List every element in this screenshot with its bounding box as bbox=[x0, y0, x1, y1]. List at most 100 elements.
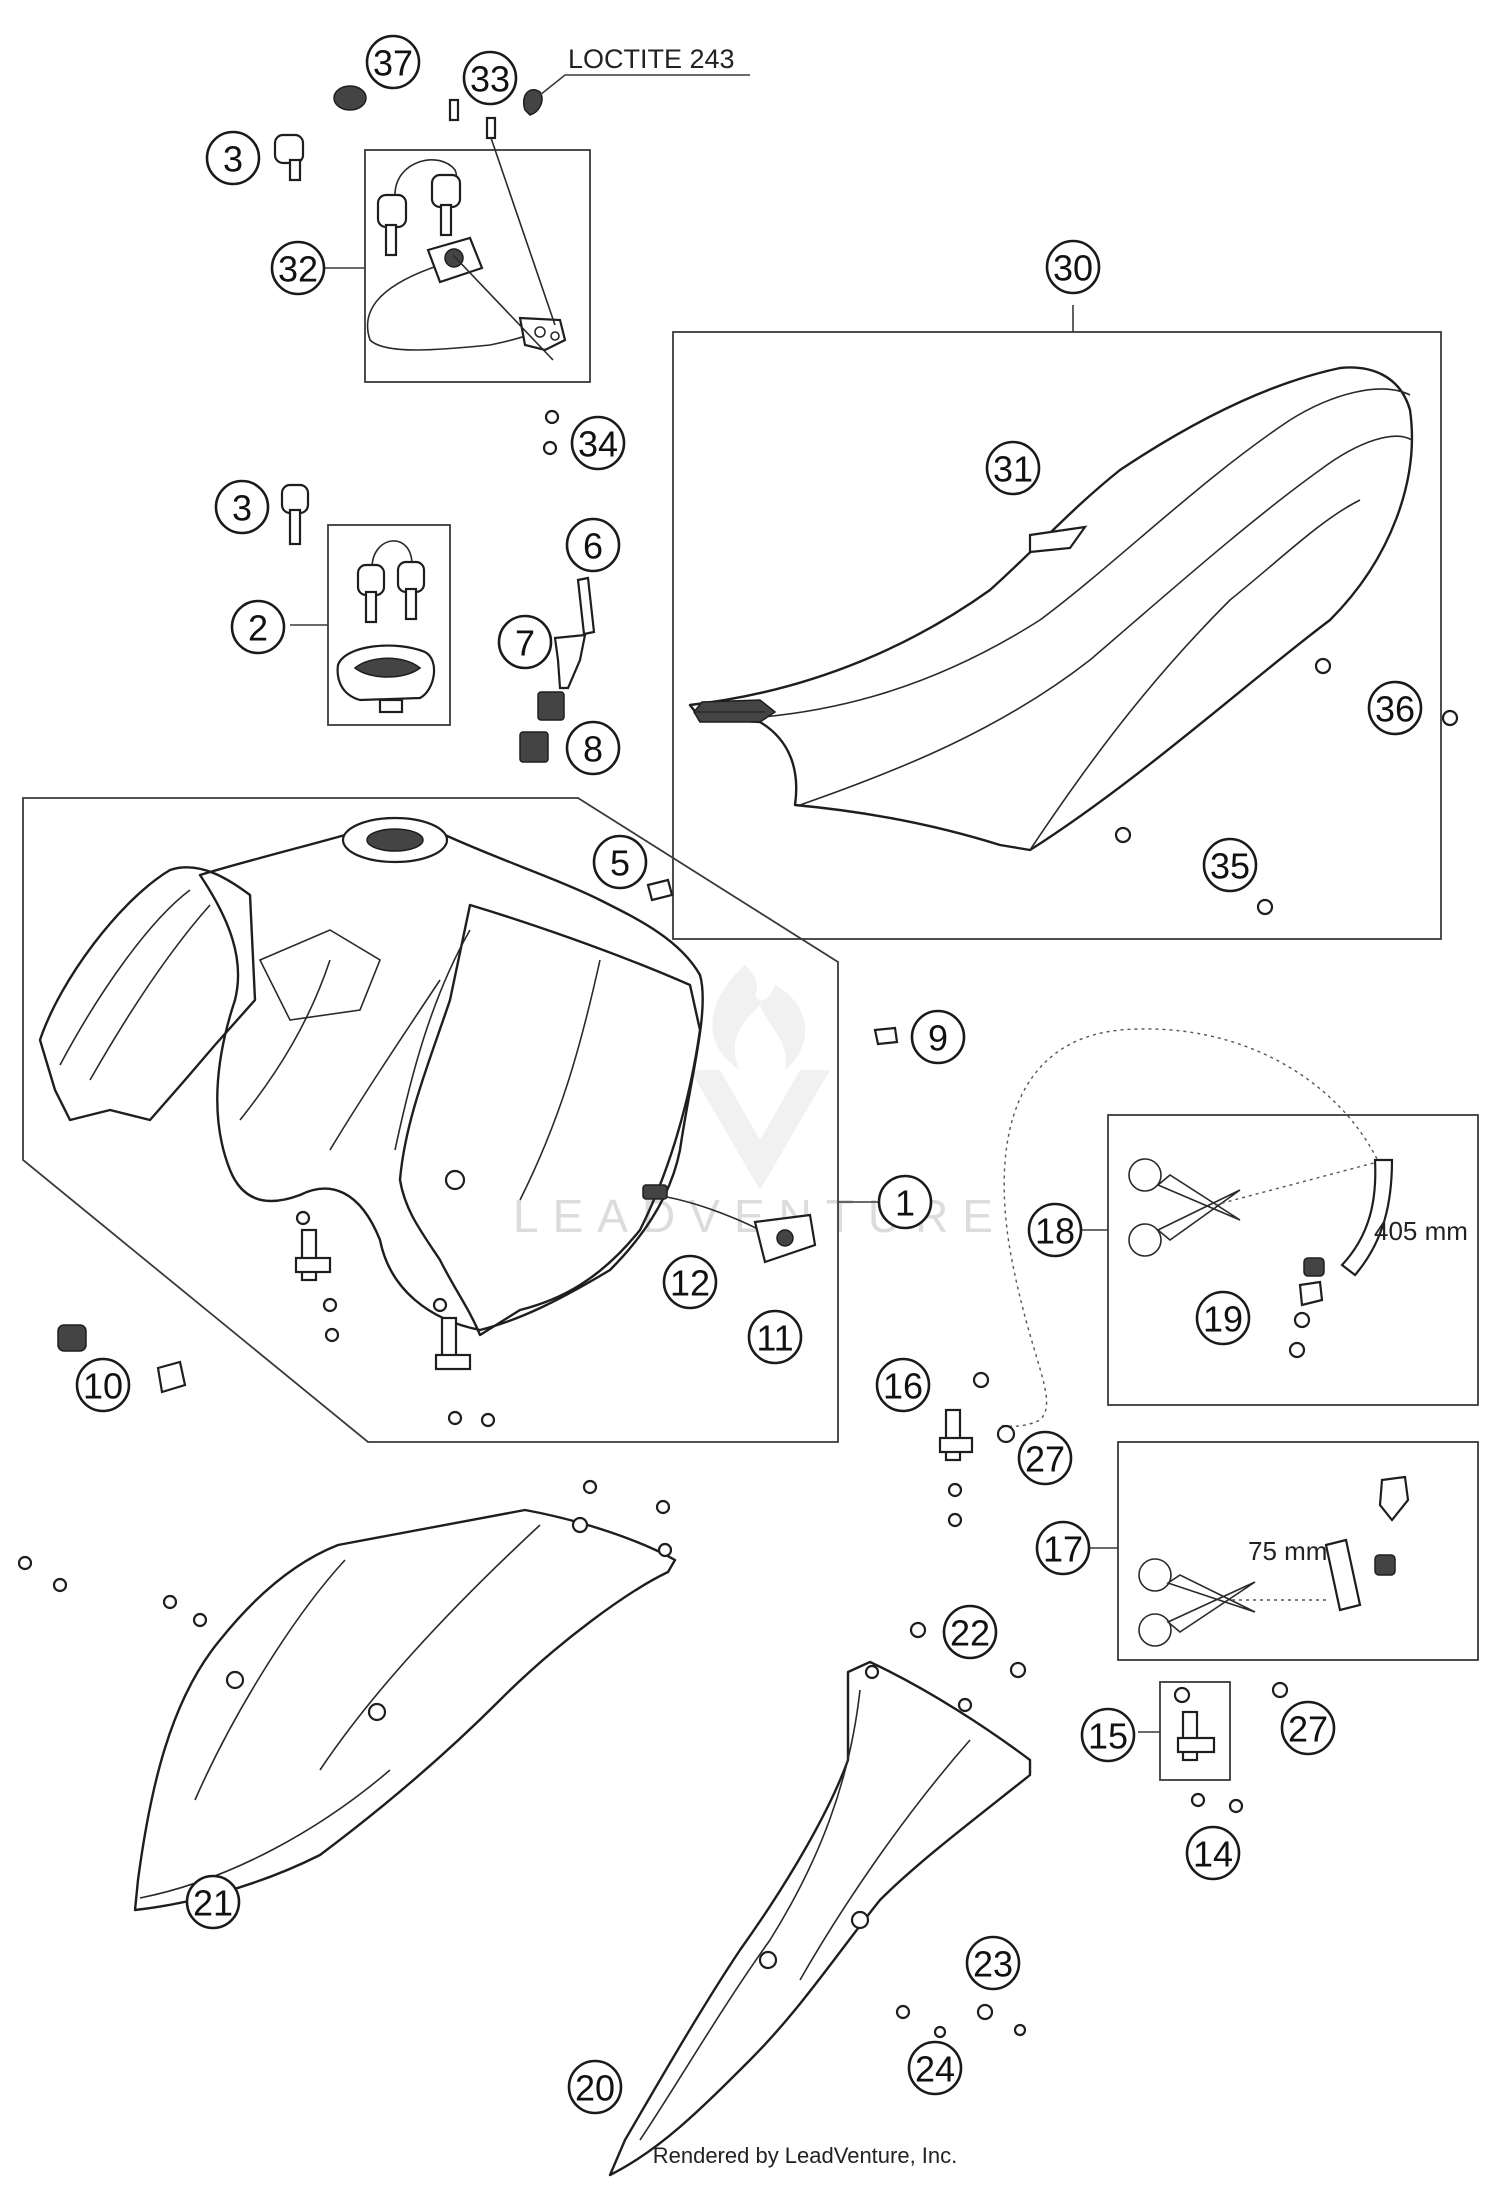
fuel-tap-box-15 bbox=[1159, 1681, 1231, 1781]
screw-24b bbox=[1013, 2023, 1027, 2037]
tank-shroud-left bbox=[38, 866, 257, 1122]
scissors-icon bbox=[1128, 1158, 1241, 1257]
screw-33a bbox=[448, 98, 460, 122]
callout-8: 8 bbox=[565, 720, 621, 776]
callout-12: 12 bbox=[662, 1254, 718, 1310]
screw-path-34 bbox=[452, 254, 554, 361]
svg-text:3: 3 bbox=[223, 139, 243, 180]
nut-23b bbox=[976, 2003, 994, 2021]
callout-3b: 3 bbox=[214, 479, 270, 535]
panel20-hole-c bbox=[864, 1664, 880, 1680]
callout-3a: 3 bbox=[205, 130, 261, 186]
callout-15: 15 bbox=[1080, 1707, 1136, 1763]
side-panel-left-21 bbox=[17, 1479, 677, 1912]
lock-cylinder bbox=[426, 236, 484, 284]
scissors-icon bbox=[1138, 1558, 1256, 1647]
svg-text:18: 18 bbox=[1035, 1211, 1075, 1252]
panel20-hole-b bbox=[850, 1910, 870, 1930]
key-icon bbox=[376, 193, 408, 257]
watermark: LEADVENTURE bbox=[513, 965, 993, 1242]
key-ring-2 bbox=[371, 540, 413, 569]
tank-line-c bbox=[329, 979, 441, 1151]
key-icon bbox=[356, 563, 386, 624]
screw-24a bbox=[933, 2025, 947, 2039]
svg-text:11: 11 bbox=[756, 1318, 793, 1359]
screw-22b bbox=[1009, 1661, 1027, 1679]
panel20-hole-d bbox=[957, 1697, 973, 1713]
seat-group bbox=[672, 305, 1459, 940]
oring-19b bbox=[1288, 1341, 1306, 1359]
svg-text:27: 27 bbox=[1025, 1439, 1065, 1480]
lock-cable bbox=[366, 264, 541, 351]
washer-right bbox=[432, 1297, 448, 1313]
hose-box-18 bbox=[1107, 1114, 1479, 1406]
screw-33b bbox=[485, 116, 497, 140]
bolts-10 bbox=[57, 1324, 187, 1394]
screw-14a bbox=[1190, 1792, 1206, 1808]
shroud-line-a bbox=[59, 889, 191, 1066]
side-panel-right-20 bbox=[608, 1621, 1032, 2177]
fuel-tap-group-15 bbox=[1138, 1681, 1289, 1814]
callout-21: 21 bbox=[185, 1874, 241, 1930]
panel21-line-c bbox=[139, 1769, 391, 1899]
fuel-tap-left bbox=[294, 1228, 340, 1343]
grommet-9 bbox=[873, 1026, 899, 1046]
svg-text:10: 10 bbox=[83, 1366, 123, 1407]
svg-text:3: 3 bbox=[232, 488, 252, 529]
lock-set-group: LOCTITE 243 bbox=[273, 44, 750, 456]
seat-line-b bbox=[799, 435, 1413, 806]
svg-text:15: 15 bbox=[1088, 1716, 1128, 1757]
callout-7: 7 bbox=[497, 614, 553, 670]
svg-text:24: 24 bbox=[915, 2049, 955, 2090]
seat-line-a bbox=[697, 388, 1411, 721]
svg-text:30: 30 bbox=[1053, 248, 1093, 289]
svg-text:8: 8 bbox=[583, 729, 603, 770]
svg-text:36: 36 bbox=[1375, 689, 1415, 730]
fasteners-6-7-8 bbox=[519, 576, 596, 763]
callout-2: 2 bbox=[230, 599, 286, 655]
svg-text:9: 9 bbox=[928, 1018, 948, 1059]
hose-group-18: 405 mm bbox=[999, 1028, 1479, 1427]
tank-body bbox=[198, 824, 704, 1332]
hose-length-short: 75 mm bbox=[1248, 1536, 1327, 1566]
svg-text:16: 16 bbox=[883, 1366, 923, 1407]
hose-fitting bbox=[1298, 1280, 1324, 1307]
tank-filler-hole bbox=[366, 828, 424, 852]
seat-outline bbox=[688, 366, 1414, 852]
callout-27b: 27 bbox=[1280, 1700, 1336, 1756]
seat-bolt-a bbox=[1314, 657, 1332, 675]
svg-text:27: 27 bbox=[1288, 1709, 1328, 1750]
callout-9: 9 bbox=[910, 1009, 966, 1065]
loctite-drop bbox=[523, 89, 543, 116]
callout-5: 5 bbox=[592, 834, 648, 890]
bolt-6 bbox=[576, 576, 596, 636]
screw-21a bbox=[582, 1479, 598, 1495]
callout-33: 33 bbox=[462, 50, 518, 106]
callout-36: 36 bbox=[1367, 680, 1423, 736]
svg-text:1: 1 bbox=[895, 1183, 915, 1224]
seat-strap-front bbox=[693, 699, 777, 723]
svg-text:23: 23 bbox=[973, 1944, 1013, 1985]
callout-17: 17 bbox=[1035, 1520, 1091, 1576]
seat-line-c bbox=[1029, 499, 1361, 851]
panel20-hole-a bbox=[758, 1950, 778, 1970]
cut-line-405 bbox=[1214, 1159, 1386, 1206]
svg-text:32: 32 bbox=[278, 249, 318, 290]
nut-23a bbox=[895, 2004, 911, 2020]
callout-10: 10 bbox=[75, 1357, 131, 1413]
callout-27a: 27 bbox=[1017, 1430, 1073, 1486]
panel20-line-b bbox=[799, 1739, 971, 1981]
callout-37: 37 bbox=[365, 34, 421, 90]
svg-text:22: 22 bbox=[950, 1613, 990, 1654]
svg-text:5: 5 bbox=[610, 843, 630, 884]
panel21-line-b bbox=[319, 1524, 541, 1771]
latch-bracket bbox=[518, 316, 567, 352]
hose-75 bbox=[1324, 1538, 1362, 1612]
cap-37 bbox=[333, 85, 367, 111]
shroud-line-b bbox=[89, 904, 211, 1081]
shroud-r-line-a bbox=[394, 929, 471, 1151]
svg-text:17: 17 bbox=[1043, 1529, 1083, 1570]
seat-bolt-b bbox=[1114, 826, 1132, 844]
washer-left bbox=[295, 1210, 311, 1226]
